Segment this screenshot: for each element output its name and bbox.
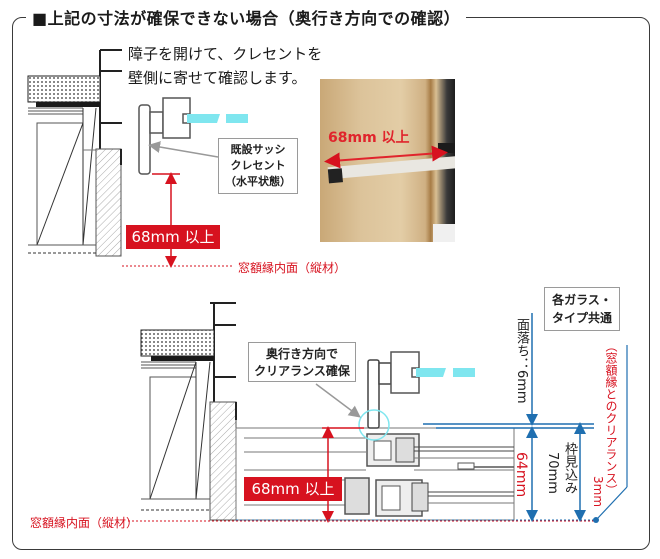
depth-64-label: 64mm [513, 452, 529, 498]
frame-depth-label-1: 枠見込み [562, 442, 577, 494]
top-dimension-label: 68mm 以上 [126, 225, 220, 249]
instruction-note: 障子を開けて、クレセントを 壁側に寄せて確認します。 [128, 42, 322, 90]
top-callout-pointer [148, 141, 219, 158]
bottom-callout-pointer [315, 383, 361, 418]
bottom-dimensions-blue [423, 313, 628, 523]
bottom-reference-label: 窓額縁内面（縦材） [30, 516, 139, 530]
top-reference-label: 窓額縁内面（縦材） [238, 261, 347, 275]
glass-offset-label: 面落ち：6mm [514, 318, 529, 404]
callout-line-1: 奥行き方向で [265, 347, 338, 361]
bottom-sash-section [235, 427, 515, 521]
bottom-crescent [358, 351, 475, 441]
clearance-label-1: 3mm [591, 476, 605, 508]
clearance-label-2: （窓額縁とのクリアランス） [604, 340, 618, 496]
instruction-line-1: 障子を開けて、クレセントを [128, 45, 323, 63]
common-note-line-1: 各ガラス・ [552, 293, 612, 307]
common-note-box: 各ガラス・ タイプ共通 [544, 287, 620, 331]
common-note-line-2: タイプ共通 [551, 311, 612, 325]
callout-line-2: クリアランス確保 [254, 364, 350, 378]
top-dimension [122, 172, 232, 268]
top-crescent [138, 97, 248, 175]
photo-overlay [324, 143, 455, 242]
bottom-dimension-label: 68mm 以上 [244, 477, 342, 501]
section-title: ■上記の寸法が確保できない場合（奥行き方向での確認） [26, 5, 467, 29]
callout-line-3: （水平状態） [225, 175, 291, 188]
callout-line-1: 既設サッシ [230, 143, 286, 156]
bottom-clearance-callout: 奥行き方向で クリアランス確保 [248, 342, 356, 382]
frame-depth-label-2: 70mm [545, 452, 560, 494]
photo-dimension-label: 68mm 以上 [328, 130, 410, 146]
measurement-photo: 68mm 以上 [320, 79, 455, 242]
top-wall-section [27, 49, 122, 257]
callout-line-2: クレセント [230, 159, 286, 172]
top-crescent-callout: 既設サッシ クレセント （水平状態） [218, 138, 298, 194]
bottom-wall-section [140, 302, 237, 521]
instruction-line-2: 壁側に寄せて確認します。 [128, 69, 307, 87]
clearance-highlight-circle [358, 409, 390, 441]
